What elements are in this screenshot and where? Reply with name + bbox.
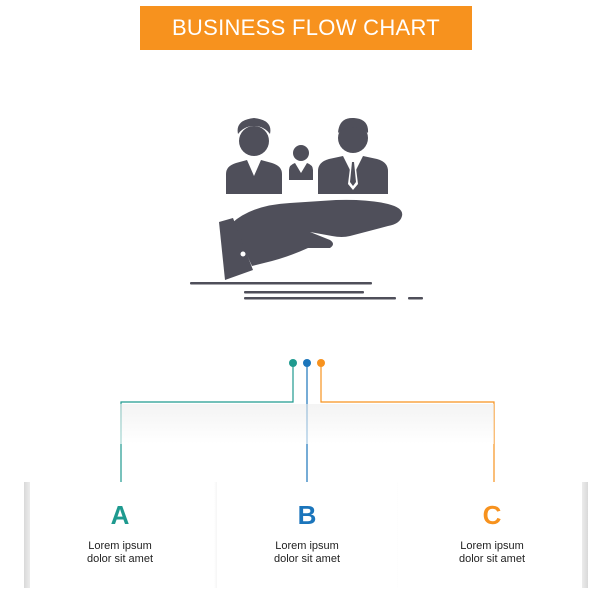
step-c-line2: dolor sit amet [458, 553, 526, 565]
step-b-line1: Lorem ipsum [275, 540, 339, 552]
step-card-b: B Lorem ipsum dolor sit amet [217, 482, 397, 588]
step-a-line1: Lorem ipsum [88, 540, 152, 552]
people-in-hand-icon [190, 117, 423, 300]
step-text-b: Lorem ipsum dolor sit amet [217, 540, 397, 566]
child-icon [289, 145, 313, 180]
man-icon [318, 117, 388, 194]
step-card-a: A Lorem ipsum dolor sit amet [30, 482, 210, 588]
step-text-a: Lorem ipsum dolor sit amet [30, 540, 210, 566]
step-letter-b: B [297, 500, 317, 530]
woman-icon [226, 118, 282, 194]
title-banner: BUSINESS FLOW CHART [140, 6, 472, 50]
dot-a [289, 359, 297, 367]
step-card-c: C Lorem ipsum dolor sit amet [402, 482, 582, 588]
dot-c [317, 359, 325, 367]
step-text-c: Lorem ipsum dolor sit amet [402, 540, 582, 566]
dot-b [303, 359, 311, 367]
page-title: BUSINESS FLOW CHART [171, 15, 441, 40]
step-c-line1: Lorem ipsum [460, 540, 524, 552]
step-letter-a: A [110, 500, 130, 530]
step-a-line2: dolor sit amet [86, 553, 154, 565]
step-b-line2: dolor sit amet [273, 553, 341, 565]
hand-icon [219, 199, 403, 280]
step-letter-c: C [482, 500, 502, 530]
